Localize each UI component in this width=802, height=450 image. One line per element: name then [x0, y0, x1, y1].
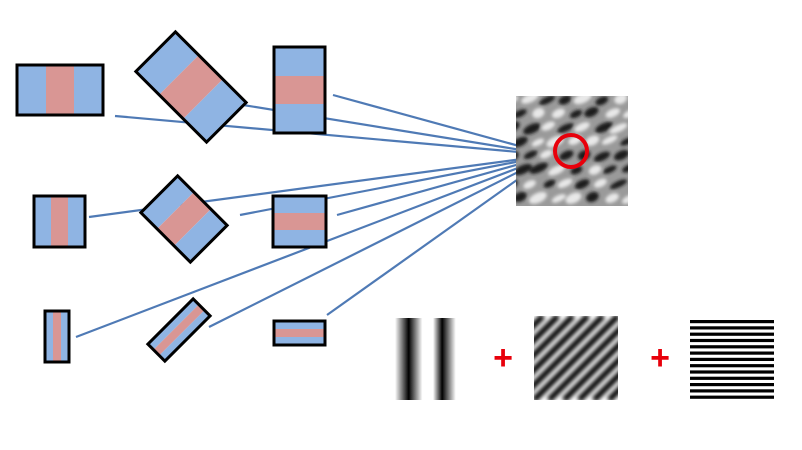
grating-stripe: [576, 356, 618, 400]
filter-large-horizontal: [272, 45, 327, 135]
receptive-field-ring: [553, 133, 589, 169]
texture-blob: [595, 121, 613, 133]
texture-blob: [521, 96, 539, 104]
texture-blob: [586, 191, 599, 203]
grating-stripe: [690, 383, 774, 387]
texture-blob: [543, 179, 556, 188]
grating-stripe: [534, 316, 591, 375]
texture-blob: [551, 194, 566, 203]
texture-blob: [559, 150, 574, 161]
texture-blob: [609, 179, 628, 190]
plus-operator-2: +: [650, 339, 670, 377]
filter-small-horizontal: [272, 319, 327, 347]
diagonal-grating: [534, 316, 618, 400]
vertical-grating: [395, 318, 471, 400]
texture-blob: [523, 150, 538, 160]
filter-bank: [15, 29, 328, 364]
filter-medium-diagonal: [138, 173, 230, 265]
plus-operator-1: +: [493, 339, 513, 377]
texture-blob: [573, 96, 592, 105]
texture-blob: [516, 109, 527, 118]
grating-stripe: [690, 345, 774, 349]
texture-blob: [620, 137, 628, 146]
texture-blob: [516, 191, 527, 203]
grating-stripe: [561, 341, 618, 400]
grating-stripe: [690, 338, 774, 343]
texture-blob: [574, 122, 590, 133]
horizontal-grating: [690, 318, 774, 400]
filter-large-vertical: [15, 63, 105, 117]
filter-small-diagonal: [145, 296, 213, 364]
grating-stripe: [534, 316, 606, 390]
texture-blob: [614, 96, 628, 105]
texture-blob: [593, 178, 607, 188]
texture-blob: [574, 179, 590, 190]
grating-stripe: [534, 316, 576, 360]
texture-blob: [565, 192, 582, 204]
filter-small-vertical: [43, 309, 71, 364]
filtered-texture-image: [516, 96, 628, 206]
texture-blob: [557, 123, 574, 134]
texture-blob: [593, 151, 611, 162]
grating-stripe: [690, 376, 774, 380]
grating-stripe: [690, 326, 774, 330]
texture-blob: [540, 149, 553, 159]
texture-blob: [529, 191, 547, 204]
connector-line: [114, 114, 553, 157]
grating-stripe: [690, 395, 774, 399]
grating-stripe: [690, 389, 774, 393]
texture-blob: [595, 96, 609, 106]
texture-blob: [603, 165, 617, 174]
texture-blob: [516, 121, 520, 132]
filter-large-diagonal: [133, 29, 249, 145]
grating-stripe: [690, 357, 774, 361]
connector-line: [332, 93, 553, 157]
texture-blob: [609, 123, 628, 134]
grating-stripe: [690, 370, 774, 374]
texture-blob: [584, 106, 599, 118]
texture-blob: [531, 138, 545, 147]
texture-blob: [541, 121, 555, 131]
texture-blob: [539, 96, 556, 105]
filter-medium-horizontal: [271, 194, 328, 249]
grating-stripe: [690, 320, 774, 324]
texture-blob: [523, 180, 536, 189]
texture-blob: [601, 135, 618, 145]
texture-blob: [516, 136, 528, 148]
grating-stripe: [690, 351, 774, 355]
connector-line: [208, 154, 553, 328]
connector-line: [326, 154, 553, 316]
texture-blob: [558, 96, 572, 105]
texture-blob: [557, 178, 573, 188]
texture-blob: [529, 162, 548, 174]
texture-blob: [614, 149, 628, 161]
grating-stripe: [546, 326, 618, 400]
texture-blob: [605, 108, 621, 118]
grating-stripe: [690, 364, 774, 368]
grating-stripe: [534, 316, 561, 345]
filter-medium-vertical: [32, 194, 87, 249]
texture-blob: [523, 123, 541, 135]
grating-stripe: [690, 332, 774, 336]
grating-stripe: [591, 371, 618, 400]
texture-blob: [585, 135, 600, 146]
texture-blob: [548, 165, 566, 176]
texture-blob: [532, 107, 545, 119]
texture-blob: [623, 108, 628, 118]
texture-blob: [605, 193, 619, 203]
texture-blob: [622, 163, 628, 173]
texture-blob: [516, 163, 532, 176]
texture-blob: [622, 194, 628, 204]
texture-blob: [569, 109, 583, 119]
grating-stripe: [534, 316, 618, 400]
texture-blob: [588, 165, 602, 175]
texture-blob: [551, 108, 566, 119]
